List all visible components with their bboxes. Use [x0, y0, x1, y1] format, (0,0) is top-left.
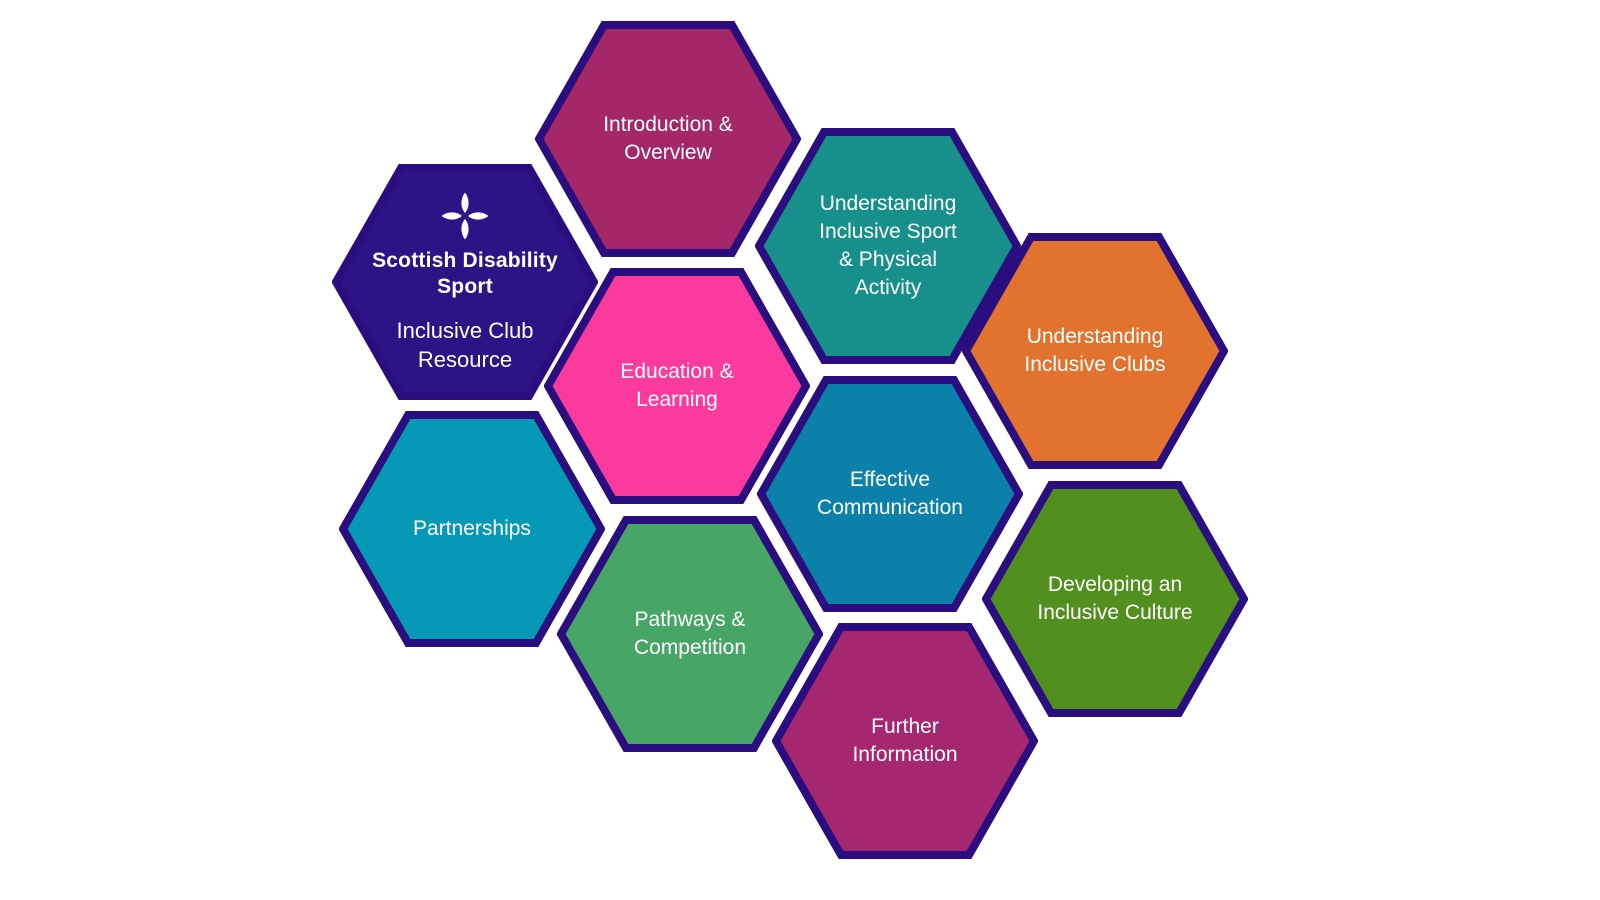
- hex-label-line: Inclusive Culture: [1037, 601, 1193, 624]
- hex-label-line: Inclusive Sport: [819, 220, 957, 244]
- brand-wordmark-line: Sport: [437, 274, 493, 298]
- hexagon-shape: [535, 21, 801, 257]
- hex-tile-developing-inclusive-culture[interactable]: Developing an Inclusive Culture: [982, 480, 1248, 718]
- hexagon-shape: [772, 623, 1038, 859]
- hex-label: Effective Communication: [757, 375, 1023, 613]
- hexagon-shape: [962, 233, 1228, 469]
- hex-tile-introduction-overview[interactable]: Introduction & Overview: [535, 20, 801, 258]
- hex-label-line: Partnerships: [413, 517, 531, 541]
- hex-label-line: Inclusive Clubs: [1024, 353, 1166, 376]
- hex-label-line: Developing an: [1047, 573, 1183, 597]
- hex-tile-understanding-inclusive-clubs[interactable]: Understanding Inclusive Clubs: [962, 232, 1228, 470]
- hex-label: Pathways & Competition: [557, 515, 823, 753]
- hex-label-line: Education &: [620, 360, 734, 384]
- resource-title-line: Inclusive Club: [396, 318, 534, 344]
- hex-label-line: Competition: [633, 636, 747, 659]
- hex-tile-understanding-inclusive-sport[interactable]: Understanding Inclusive Sport & Physical…: [755, 127, 1021, 365]
- hex-label: Developing an Inclusive Culture: [982, 480, 1248, 718]
- hex-label: Introduction & Overview: [535, 20, 801, 258]
- hex-label: Further Information: [772, 622, 1038, 860]
- hex-label-line: Further: [871, 715, 939, 739]
- hex-label-line: Pathways &: [634, 608, 746, 632]
- hexagon-shape: [755, 128, 1021, 364]
- resource-title-line: Resource: [417, 346, 513, 372]
- hex-label: Education & Learning: [544, 267, 810, 505]
- hexagon-shape: [339, 411, 605, 647]
- hexagon-shape: [757, 376, 1023, 612]
- hex-label-line: Learning: [636, 388, 718, 411]
- hex-tile-effective-communication[interactable]: Effective Communication: [757, 375, 1023, 613]
- hexagon-shape: [982, 481, 1248, 717]
- hex-label: Understanding Inclusive Sport & Physical…: [755, 127, 1021, 365]
- hex-label-line: Activity: [854, 275, 922, 299]
- hex-tile-further-information[interactable]: Further Information: [772, 622, 1038, 860]
- hex-tile-pathways-competition[interactable]: Pathways & Competition: [557, 515, 823, 753]
- hex-tile-education-learning[interactable]: Education & Learning: [544, 267, 810, 505]
- hex-tile-brand-inclusive-club-resource[interactable]: Scottish Disability Sport Inclusive Club…: [332, 163, 598, 401]
- hexagon-shape: [332, 164, 598, 400]
- resource-title: Inclusive Club Resource: [397, 317, 534, 374]
- hex-label: Understanding Inclusive Clubs: [962, 232, 1228, 470]
- sds-flower-icon: [441, 192, 489, 240]
- brand-wordmark-line: Scottish Disability: [372, 248, 558, 272]
- hex-label-line: Effective: [849, 468, 931, 492]
- hex-label-line: Information: [852, 743, 958, 766]
- hexagon-shape: [557, 516, 823, 752]
- hexagon-shape: [544, 268, 810, 504]
- hex-tile-partnerships[interactable]: Partnerships: [339, 410, 605, 648]
- brand-wordmark: Scottish Disability Sport: [372, 248, 558, 301]
- hex-label-line: Understanding: [1026, 325, 1164, 349]
- hex-label-line: Introduction &: [603, 113, 733, 137]
- hex-label-line: Understanding: [819, 192, 957, 216]
- brand-content: Scottish Disability Sport Inclusive Club…: [332, 163, 598, 401]
- hex-label-line: & Physical: [838, 248, 938, 271]
- hex-label: Partnerships: [339, 410, 605, 648]
- hex-label-line: Communication: [817, 496, 963, 519]
- hex-label-line: Overview: [624, 141, 712, 164]
